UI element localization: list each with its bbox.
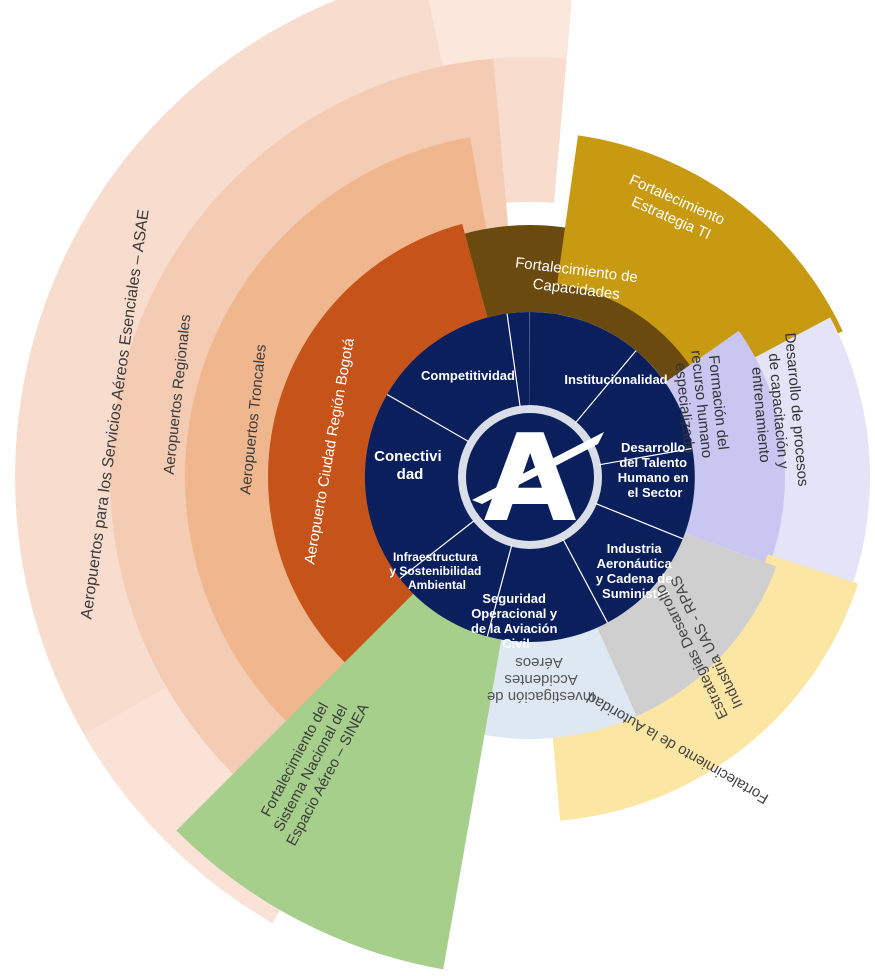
- core-label-talento-line3: Humano en: [618, 470, 689, 485]
- core-label-industria-line1: Industria: [607, 541, 663, 556]
- core-divider-1: [574, 350, 637, 424]
- core-label-infraestructura-line3: Ambiental: [408, 578, 466, 592]
- sector-capacidades: [464, 225, 737, 383]
- core-label-conectividad-line1: Conectivi: [374, 448, 442, 465]
- core-label-talento-line2: del Talento: [619, 455, 687, 470]
- core-divider-7: [386, 393, 470, 443]
- logo-swoosh-icon: [472, 432, 604, 504]
- core-label-seguridad-line4: Civil: [502, 636, 529, 651]
- logo-letter-a: A: [484, 410, 577, 549]
- core-divider-6: [399, 519, 476, 580]
- core-label-talento-line1: Desarrollo: [621, 440, 685, 455]
- sector-sinea: [176, 593, 502, 970]
- core-label-conectividad: Conectivi dad: [374, 448, 446, 483]
- core-label-talento-line4: el Sector: [628, 485, 683, 500]
- core-divider-4: [562, 538, 608, 623]
- core-label-seguridad-line1: Seguridad: [482, 591, 546, 606]
- ring-label-investigacion-line1: Investigación de: [487, 688, 595, 705]
- core-label-industria-line2: Aeronáutica: [597, 556, 673, 571]
- sector-procesos: [750, 317, 870, 637]
- core-label-seguridad: Seguridad Operacional y de la Aviación C…: [471, 591, 561, 651]
- core-label-infraestructura-line2: y Sostenibilidad: [389, 564, 481, 578]
- core-divider-2: [598, 447, 693, 466]
- sector-asae: [15, 0, 572, 923]
- ring-label-investigacion-line2: Accidentes: [504, 671, 577, 688]
- core-label-institucionalidad: Institucionalidad: [564, 372, 667, 387]
- core-label-seguridad-line2: Operacional y: [471, 606, 558, 621]
- sector-uas: [597, 533, 777, 717]
- core-label-infraestructura: Infraestructura y Sostenibilidad Ambient…: [389, 550, 484, 592]
- core-label-industria: Industria Aeronáutica y Cadena de Sumini…: [596, 541, 676, 601]
- sector-bogota: [268, 223, 488, 697]
- core-divider-5: [486, 544, 513, 637]
- core-label-industria-line4: Suministro: [602, 586, 670, 601]
- core-label-competitividad: Competitividad: [421, 368, 515, 383]
- core-divider-3: [594, 502, 684, 540]
- core-label-talento: Desarrollo del Talento Humano en el Sect…: [618, 440, 692, 500]
- logo: A: [458, 405, 604, 549]
- core-label-infraestructura-line1: Infraestructura: [393, 550, 478, 564]
- sector-formacion: [665, 330, 785, 565]
- band-asae-upper: [428, 0, 572, 67]
- ring-label-investigacion-line3: Aéreos: [515, 654, 563, 671]
- core-divider-0: [506, 313, 521, 408]
- sector-estrategia-ti: [557, 135, 843, 395]
- ring-label-investigacion: Investigación de Accidentes Aéreos: [483, 654, 596, 705]
- sector-autoridad: [551, 554, 859, 821]
- core-label-industria-line3: y Cadena de: [596, 571, 673, 586]
- core-label-conectividad-line2: dad: [397, 466, 424, 483]
- core-label-seguridad-line3: de la Aviación: [471, 621, 558, 636]
